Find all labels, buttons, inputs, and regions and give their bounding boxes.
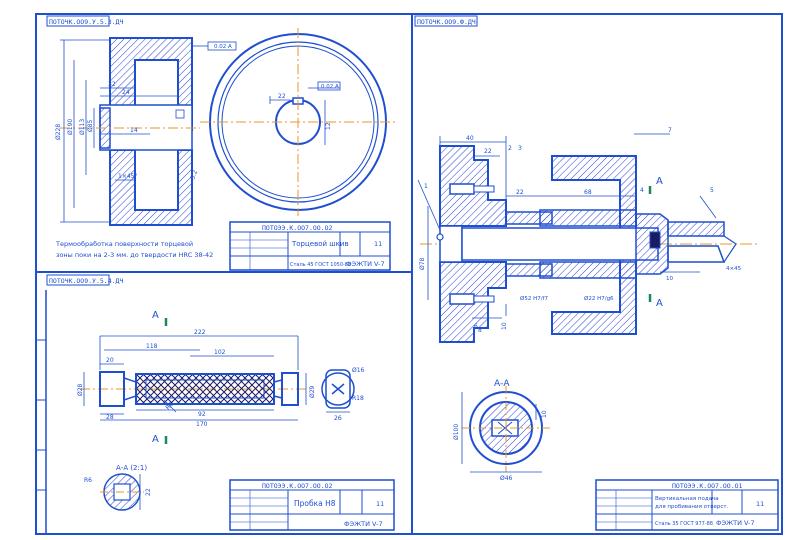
pulley-front-view: 22 12 0.02 A xyxy=(200,28,396,216)
svg-text:170: 170 xyxy=(196,421,208,428)
svg-text:ПОТОЭЭ.К.ОО7.ОО.О1: ПОТОЭЭ.К.ОО7.ОО.О1 xyxy=(672,482,743,490)
svg-text:Ø85: Ø85 xyxy=(87,119,94,132)
svg-text:6: 6 xyxy=(474,323,478,330)
title-block-shaft: ПОТОЭЭ.К.ОО7.ОО.О2 Пробка Н8 11 ФЭЖТИ V-… xyxy=(229,479,395,531)
svg-text:зоны поки на 2-3 мм. до твердо: зоны поки на 2-3 мм. до твердости НRC 38… xyxy=(56,251,213,259)
svg-text:А-А: А-А xyxy=(494,379,510,389)
svg-text:Ø29: Ø29 xyxy=(309,385,316,398)
svg-text:222: 222 xyxy=(194,329,206,336)
svg-text:Пробка Н8: Пробка Н8 xyxy=(294,499,336,508)
svg-text:8: 8 xyxy=(478,327,482,334)
shaft-view: 222 118 102 20 92 170 28 Ø28 Ø29 R6 А А xyxy=(77,310,316,445)
svg-text:Сталь 45 ГОСТ 1050-88: Сталь 45 ГОСТ 1050-88 xyxy=(290,262,351,268)
svg-text:Ø100: Ø100 xyxy=(453,424,460,440)
tolerance-frame-pulley: 0.02 A xyxy=(192,41,237,51)
svg-text:11: 11 xyxy=(756,500,764,508)
code-tag-assembly: ПОТОЧК.ОО9.Ф.ДЧ xyxy=(414,15,478,27)
assembly-view: 40 22 22 68 Ø78 10 Ø52 Н7/f7 Ø22 Н7/g6 4… xyxy=(417,127,760,343)
svg-text:10: 10 xyxy=(501,322,508,330)
svg-text:ФЭЖТИ V-7: ФЭЖТИ V-7 xyxy=(344,520,383,528)
code-tag-shaft: ПОТОЧК.ОО9.У.5.4.ДЧ xyxy=(46,274,123,286)
shaft-end-view: 26 Ø16 R18 xyxy=(321,367,365,422)
svg-text:1×45°: 1×45° xyxy=(118,173,137,180)
binding-strip-cells xyxy=(36,339,46,491)
svg-text:68: 68 xyxy=(584,189,592,196)
svg-text:для пробивания отверст.: для пробивания отверст. xyxy=(655,504,729,510)
svg-text:R18: R18 xyxy=(352,395,364,402)
svg-text:Торцевой шкив: Торцевой шкив xyxy=(291,240,349,248)
svg-text:26: 26 xyxy=(334,415,342,422)
svg-text:10: 10 xyxy=(541,410,548,418)
svg-text:А: А xyxy=(656,176,663,187)
svg-text:Ø113: Ø113 xyxy=(79,119,86,135)
svg-text:Ø22 Н7/g6: Ø22 Н7/g6 xyxy=(584,295,614,302)
title-block-assembly: ПОТОЭЭ.К.ОО7.ОО.О1 Вертикальная подача д… xyxy=(595,479,779,531)
svg-text:0.02 A: 0.02 A xyxy=(214,44,232,50)
svg-text:22: 22 xyxy=(516,189,524,196)
svg-text:3.2: 3.2 xyxy=(189,169,199,181)
svg-text:Ø46: Ø46 xyxy=(500,475,513,482)
svg-text:Сталь 35 ГОСТ 977-88: Сталь 35 ГОСТ 977-88 xyxy=(655,521,713,527)
svg-text:102: 102 xyxy=(214,349,226,356)
code-tag-pulley: ПОТОЧК.ОО9.У.5.3.ДЧ xyxy=(46,15,123,27)
svg-text:А: А xyxy=(656,298,663,309)
svg-text:А: А xyxy=(152,434,159,445)
svg-text:20: 20 xyxy=(106,357,114,364)
svg-text:ФЭЖТИ V-7: ФЭЖТИ V-7 xyxy=(716,519,755,527)
svg-text:1: 1 xyxy=(424,183,428,190)
svg-text:ПОТОЧК.ОО9.У.5.4.ДЧ: ПОТОЧК.ОО9.У.5.4.ДЧ xyxy=(49,277,123,285)
svg-text:Ø52 Н7/f7: Ø52 Н7/f7 xyxy=(520,295,549,302)
svg-text:28: 28 xyxy=(106,414,114,421)
svg-text:24: 24 xyxy=(122,89,130,96)
svg-text:Вертикальная подача: Вертикальная подача xyxy=(655,496,719,502)
svg-text:11: 11 xyxy=(376,500,384,508)
svg-text:ПОТОЧК.ОО9.У.5.3.ДЧ: ПОТОЧК.ОО9.У.5.3.ДЧ xyxy=(49,18,123,26)
title-block-pulley: ПОТОЭЭ.К.ОО7.ОО.О2 Торцевой шкив 11 Стал… xyxy=(229,221,391,271)
svg-text:0.02 A: 0.02 A xyxy=(321,84,339,90)
svg-text:22: 22 xyxy=(278,93,286,100)
svg-text:3: 3 xyxy=(518,145,522,152)
svg-text:22: 22 xyxy=(145,488,152,496)
svg-text:Ø190: Ø190 xyxy=(67,119,74,135)
svg-text:Ø78: Ø78 xyxy=(419,257,426,270)
svg-text:118: 118 xyxy=(146,343,158,350)
svg-text:А-А (2:1): А-А (2:1) xyxy=(116,464,147,472)
svg-text:7: 7 xyxy=(668,127,672,134)
svg-text:ФЭЖТИ V-7: ФЭЖТИ V-7 xyxy=(346,260,385,268)
svg-text:11: 11 xyxy=(374,240,382,248)
svg-text:ПОТОЭЭ.К.ОО7.ОО.О2: ПОТОЭЭ.К.ОО7.ОО.О2 xyxy=(262,482,333,490)
svg-text:А: А xyxy=(152,310,159,321)
svg-text:2: 2 xyxy=(508,145,512,152)
shaft-section-aa: А-А (2:1) 22 R6 xyxy=(84,464,152,511)
svg-text:ПОТОЭЭ.К.ОО7.ОО.О2: ПОТОЭЭ.К.ОО7.ОО.О2 xyxy=(262,224,333,232)
svg-text:4: 4 xyxy=(640,187,644,194)
svg-text:R6: R6 xyxy=(84,477,92,484)
svg-text:Ø28: Ø28 xyxy=(77,383,84,396)
assembly-section-aa: А-А Ø100 Ø46 10 xyxy=(453,379,550,482)
svg-text:10: 10 xyxy=(666,276,673,282)
svg-text:40: 40 xyxy=(466,135,474,142)
tolerance-frame-bore: 0.02 A xyxy=(317,81,341,91)
svg-text:R6: R6 xyxy=(164,401,175,412)
svg-text:14: 14 xyxy=(130,127,138,134)
svg-text:Термообработка поверхности тор: Термообработка поверхности торцевой xyxy=(55,240,193,248)
outer-frame xyxy=(35,13,783,535)
svg-text:92: 92 xyxy=(198,411,206,418)
svg-text:32: 32 xyxy=(108,81,116,88)
pulley-notes: Термообработка поверхности торцевой зоны… xyxy=(55,240,213,259)
svg-text:5: 5 xyxy=(710,187,714,194)
svg-text:4×45: 4×45 xyxy=(726,266,742,272)
svg-text:Ø16: Ø16 xyxy=(352,367,365,374)
pulley-section-view: Ø228 Ø190 Ø113 Ø85 32 24 14 1×45° 0.02 A… xyxy=(55,37,237,226)
svg-text:22: 22 xyxy=(484,148,492,155)
svg-text:ПОТОЧК.ОО9.Ф.ДЧ: ПОТОЧК.ОО9.Ф.ДЧ xyxy=(417,18,476,26)
svg-text:Ø228: Ø228 xyxy=(55,124,62,140)
svg-text:12: 12 xyxy=(325,122,332,130)
